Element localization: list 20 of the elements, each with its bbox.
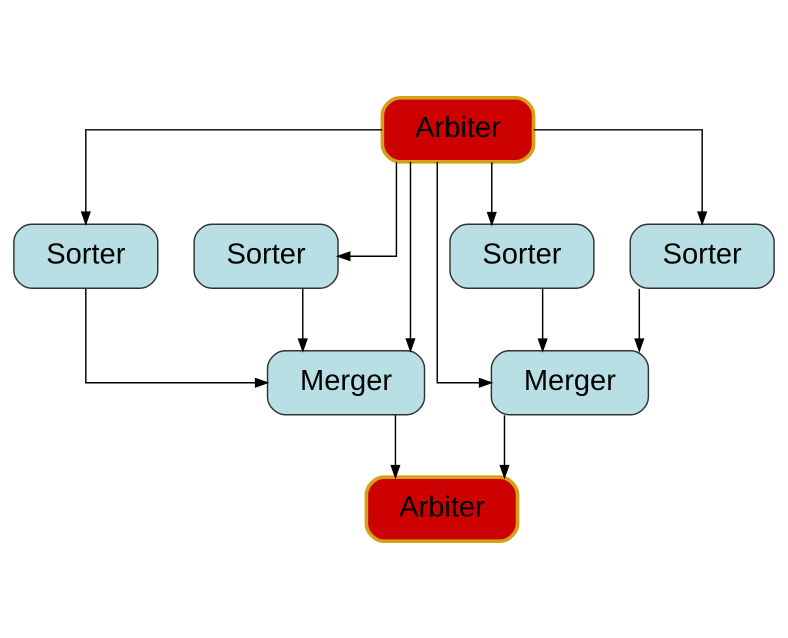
arrow — [634, 288, 644, 352]
node-box: Sorter — [193, 223, 339, 288]
arrow — [534, 128, 708, 226]
node-box: Sorter — [449, 223, 595, 288]
node-box: Merger — [490, 350, 650, 415]
node-box: Sorter — [630, 223, 775, 288]
arrow — [405, 161, 416, 352]
node-box: Sorter — [13, 223, 158, 288]
arrow — [390, 414, 401, 479]
arrow — [80, 128, 382, 226]
arrow — [486, 162, 497, 226]
arrow — [499, 414, 510, 479]
arrow — [538, 288, 548, 352]
node-box: Arbiter — [364, 474, 520, 542]
arrow — [336, 162, 398, 261]
arrow — [436, 161, 494, 388]
arrow — [85, 288, 270, 388]
node-box: Merger — [266, 350, 426, 415]
node-box: Arbiter — [380, 96, 536, 164]
arrow — [298, 288, 308, 352]
